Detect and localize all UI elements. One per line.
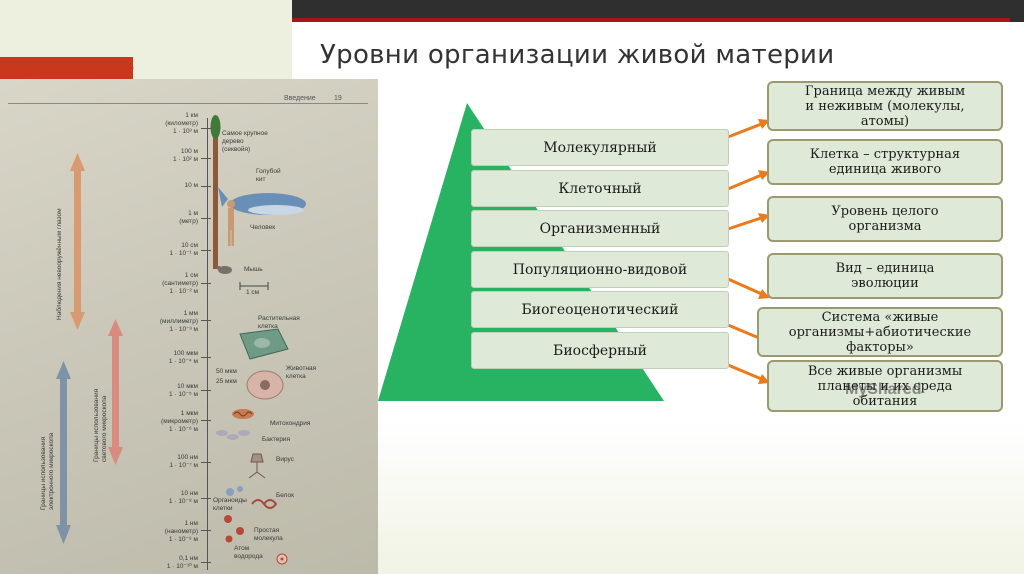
scale-tick — [201, 186, 211, 187]
label-mouse: Мышь — [244, 266, 263, 274]
desc-biogeocenotic: Система «живые организмы+абиотические фа… — [757, 307, 1003, 357]
virus-illustration — [249, 454, 265, 478]
label-sequoia: Самое крупное дерево (секвойя) — [222, 130, 268, 154]
scale-label-1cm: 1 см (сантиметр) 1 · 10⁻² м — [128, 272, 198, 296]
scale-tick — [201, 390, 211, 391]
arrow-biosphere — [728, 365, 770, 384]
level-cellular: Клеточный — [471, 170, 729, 207]
mouse-illustration — [217, 266, 232, 274]
bacteria-illustration — [216, 430, 250, 440]
scale-label-10nm: 10 нм 1 · 10⁻⁸ м — [128, 490, 198, 506]
label-simple-molecule: Простая молекула — [254, 527, 283, 543]
label-blue-whale: Голубой кит — [256, 168, 281, 184]
textbook-header-rule — [8, 103, 368, 104]
label-organelles: Органоиды клетки — [213, 497, 247, 513]
desc-cellular: Клетка – структурная единица живого — [767, 139, 1003, 185]
scale-label-10m: 10 м — [128, 182, 198, 190]
scale-tick — [201, 357, 211, 358]
desc-population-species: Вид – единица эволюции — [767, 253, 1003, 299]
levels-diagram: Молекулярный Клеточный Организменный Поп… — [378, 79, 1015, 419]
slide-top-bar-end — [1010, 18, 1024, 22]
label-bacteria: Бактерия — [262, 436, 290, 444]
arrow-population — [728, 279, 770, 299]
slide-top-bar — [292, 0, 1024, 18]
scale-tick — [201, 462, 211, 463]
arrow-organismal — [728, 213, 770, 229]
scale-tick — [201, 530, 211, 531]
plant-cell-illustration — [240, 329, 288, 359]
scale-label-1km: 1 км (километр) 1 · 10³ м — [128, 112, 198, 136]
scale-tick — [201, 283, 211, 284]
label-25um: 25 мкм — [216, 378, 237, 386]
textbook-header: Введение — [284, 95, 316, 102]
label-virus: Вирус — [276, 456, 294, 464]
label-mitochondrion: Митохондрия — [270, 420, 310, 428]
label-human: Человек — [250, 224, 275, 232]
scale-tick — [201, 320, 211, 321]
arrow-cellular — [728, 170, 770, 189]
slide-top-accent-line — [292, 18, 1010, 22]
label-electron-microscope: Границы использования электронного микро… — [40, 370, 56, 510]
arrow-molecular — [728, 119, 770, 137]
label-50um: 50 мкм — [216, 368, 237, 376]
label-eye-range: Наблюдения невооружённым глазом — [56, 160, 63, 320]
organelles-illustration — [226, 486, 243, 496]
scale-label-100nm: 100 нм 1 · 10⁻⁷ м — [128, 454, 198, 470]
electron-microscope-arrow — [56, 361, 71, 544]
scale-label-1nm: 1 нм (нанометр) 1 · 10⁻⁹ м — [128, 520, 198, 544]
hydrogen-atom-illustration — [277, 554, 287, 564]
scale-tick — [201, 218, 211, 219]
scale-label-100m: 100 м 1 · 10² м — [128, 148, 198, 164]
level-population-species: Популяционно-видовой — [471, 251, 729, 288]
molecules-illustration — [224, 515, 244, 543]
scale-label-01nm: 0,1 нм 1 · 10⁻¹⁰ м — [128, 555, 198, 571]
scale-label-1um: 1 мкм (микрометр) 1 · 10⁻⁶ м — [128, 410, 198, 434]
scale-tick — [201, 498, 211, 499]
scale-label-10cm: 10 см 1 · 10⁻¹ м — [128, 242, 198, 258]
textbook-page-number: 19 — [334, 95, 342, 102]
level-molecular: Молекулярный — [471, 129, 729, 166]
scale-tick — [201, 158, 211, 159]
desc-organismal: Уровень целого организма — [767, 196, 1003, 242]
label-protein: Белок — [276, 492, 294, 500]
scale-tick — [201, 562, 211, 563]
watermark: MyShared — [845, 381, 921, 399]
label-1cm-bar: 1 см — [246, 289, 259, 297]
slide-bottom-gradient — [292, 420, 1024, 574]
eye-range-arrow — [70, 153, 85, 330]
scale-label-1m: 1 м (метр) — [128, 210, 198, 226]
label-hydrogen-atom: Атом водорода — [234, 545, 263, 561]
scale-tick — [201, 128, 211, 129]
mitochondrion-illustration — [232, 409, 254, 419]
desc-molecular: Граница между живым и неживым (молекулы,… — [767, 81, 1003, 131]
scale-tick — [201, 420, 211, 421]
slide-left-accent — [0, 57, 133, 79]
level-organismal: Организменный — [471, 210, 729, 247]
label-animal-cell: Животная клетка — [286, 365, 316, 381]
scale-label-1mm: 1 мм (миллиметр) 1 · 10⁻³ м — [128, 310, 198, 334]
level-biosphere: Биосферный — [471, 332, 729, 369]
scale-label-100um: 100 мкм 1 · 10⁻⁴ м — [128, 350, 198, 366]
animal-cell-illustration — [247, 371, 283, 399]
slide-left-accent-tip — [120, 57, 134, 79]
label-light-microscope: Границы использования светового микроско… — [93, 342, 109, 462]
label-plant-cell: Растительная клетка — [258, 315, 300, 331]
slide-title: Уровни организации живой материи — [320, 40, 834, 70]
protein-illustration — [252, 500, 276, 508]
scale-label-10um: 10 мкм 1 · 10⁻⁵ м — [128, 383, 198, 399]
scale-tick — [201, 250, 211, 251]
light-microscope-arrow — [108, 319, 123, 465]
level-biogeocenotic: Биогеоценотический — [471, 291, 729, 328]
